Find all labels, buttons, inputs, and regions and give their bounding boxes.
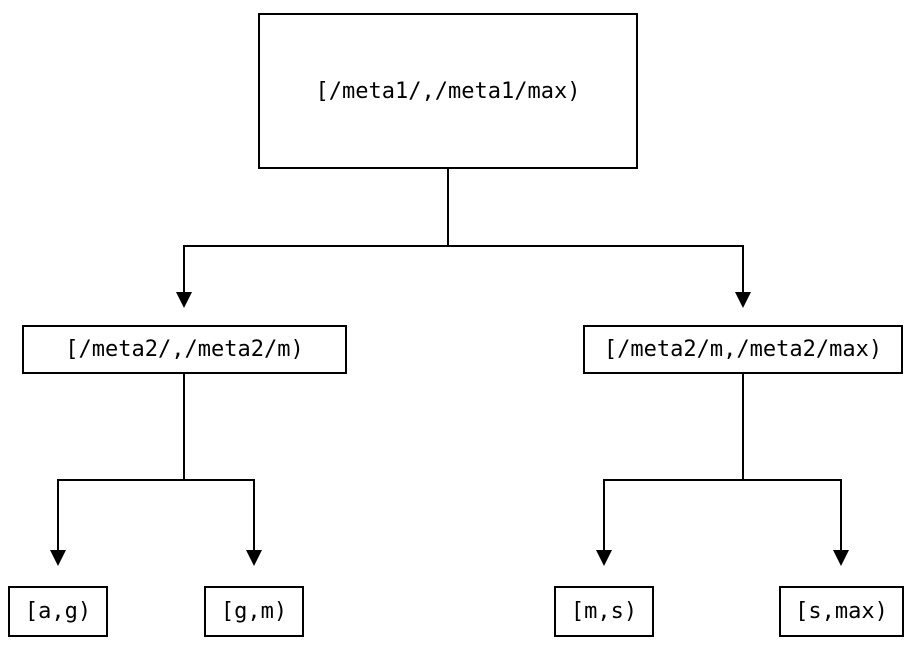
edge-meta2-low-to-children xyxy=(50,374,262,566)
arrowhead-icon xyxy=(246,550,262,566)
node-leaf-a-g: [a,g) xyxy=(8,586,108,637)
arrowhead-icon xyxy=(833,550,849,566)
arrowhead-icon xyxy=(176,292,192,308)
arrowhead-icon xyxy=(50,550,66,566)
edge-meta2-high-to-children xyxy=(596,374,849,566)
node-leaf-s-max: [s,max) xyxy=(779,586,904,637)
node-meta2-low: [/meta2/,/meta2/m) xyxy=(22,325,347,374)
node-root: [/meta1/,/meta1/max) xyxy=(258,13,638,169)
arrowhead-icon xyxy=(596,550,612,566)
node-meta2-high: [/meta2/m,/meta2/max) xyxy=(583,325,903,374)
arrowhead-icon xyxy=(735,292,751,308)
node-leaf-m-s: [m,s) xyxy=(554,586,654,637)
node-leaf-g-m: [g,m) xyxy=(204,586,304,637)
edge-root-to-children xyxy=(176,169,751,308)
